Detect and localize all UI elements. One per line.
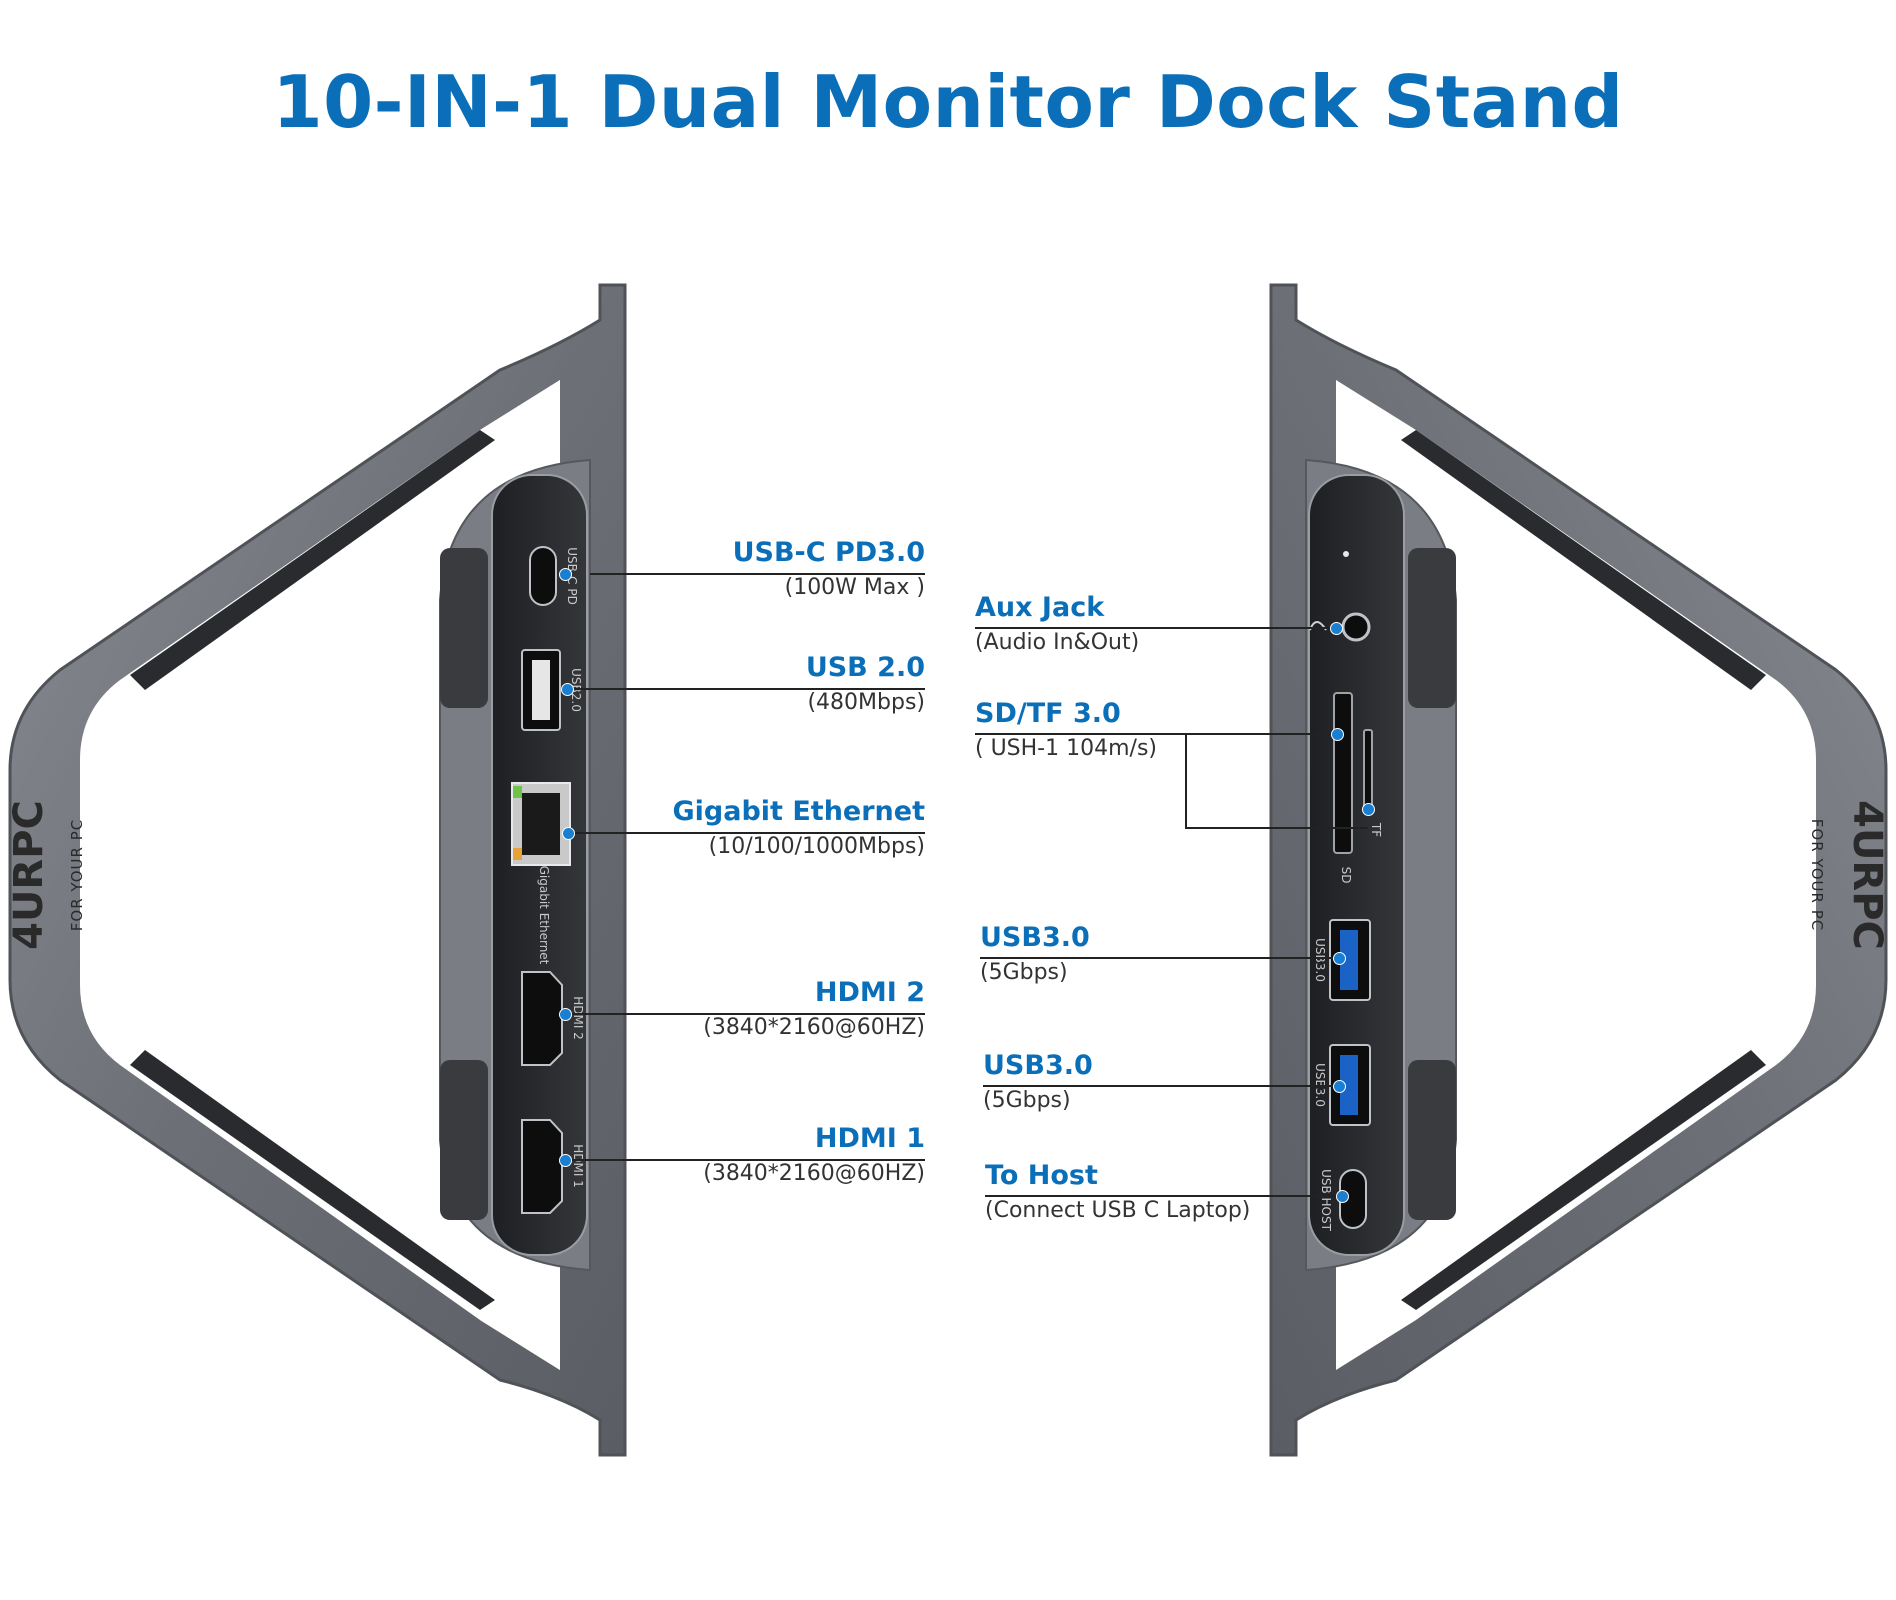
callout-title: HDMI 1 <box>814 1123 925 1154</box>
callout-title: SD/TF 3.0 <box>975 698 1121 729</box>
rubber-foot-icon <box>1408 1060 1456 1220</box>
callout-line <box>1185 827 1368 829</box>
callout-dot <box>561 683 574 696</box>
tf-slot-icon <box>1363 729 1373 811</box>
hdmi-port-icon <box>521 1119 563 1214</box>
callout-to-host: To Host (Connect USB C Laptop) <box>985 1161 1250 1225</box>
callout-title: USB 2.0 <box>805 652 925 683</box>
callout-dot <box>559 1154 572 1167</box>
callout-spec: (3840*2160@60HZ) <box>703 1161 925 1186</box>
usb-c-port-icon <box>529 546 557 606</box>
port-label: USB2.0 <box>569 668 583 712</box>
brand-logo: 4URPC <box>1844 800 1890 950</box>
callout-dot <box>562 827 575 840</box>
callout-spec: (10/100/1000Mbps) <box>708 834 925 859</box>
callout-spec: (Audio In&Out) <box>975 630 1140 655</box>
port-label: USB HOST <box>1319 1169 1333 1232</box>
callout-line <box>1185 733 1187 829</box>
callout-dot <box>559 568 572 581</box>
callout-line <box>590 573 925 575</box>
rubber-foot-icon <box>440 548 488 708</box>
callout-spec: (100W Max ) <box>784 575 925 600</box>
port-label: HDMI 2 <box>571 996 585 1040</box>
callout-spec: (5Gbps) <box>980 960 1068 985</box>
right-port-panel <box>1308 474 1405 1256</box>
callout-title: USB-C PD3.0 <box>732 537 925 568</box>
callout-spec: (Connect USB C Laptop) <box>985 1198 1251 1223</box>
callout-dot <box>1336 1190 1349 1203</box>
callout-hdmi1: HDMI 1 (3840*2160@60HZ) <box>703 1124 925 1188</box>
callout-ethernet: Gigabit Ethernet (10/100/1000Mbps) <box>673 797 926 861</box>
port-label: USB-C PD <box>565 547 579 605</box>
callout-dot <box>1362 803 1375 816</box>
rubber-foot-icon <box>440 1060 488 1220</box>
brand-tagline: FOR YOUR PC <box>1808 819 1826 931</box>
callout-usb3-b: USB3.0 (5Gbps) <box>983 1051 1093 1115</box>
sd-slot-icon <box>1333 692 1353 854</box>
callout-dot <box>1333 952 1346 965</box>
callout-title: USB3.0 <box>983 1050 1093 1081</box>
callout-spec: (3840*2160@60HZ) <box>703 1015 925 1040</box>
callout-dot <box>1330 622 1343 635</box>
left-stand: USB-C PD USB2.0 Gigabit Ethernet HDMI 2 … <box>6 283 627 1457</box>
audio-jack-icon <box>1341 612 1371 642</box>
callout-spec: (480Mbps) <box>807 690 925 715</box>
callout-title: Aux Jack <box>975 592 1105 623</box>
page-title: 10-IN-1 Dual Monitor Dock Stand <box>272 60 1624 144</box>
callout-dot <box>1331 728 1344 741</box>
callout-title: To Host <box>985 1160 1098 1191</box>
brand-tagline: FOR YOUR PC <box>68 819 86 931</box>
callout-spec: ( USH-1 104m/s) <box>975 736 1157 761</box>
callout-dot <box>1333 1080 1346 1093</box>
callout-hdmi2: HDMI 2 (3840*2160@60HZ) <box>703 978 925 1042</box>
brand-logo: 4URPC <box>6 800 52 950</box>
port-label: TF <box>1369 822 1383 837</box>
callout-line <box>975 733 1337 735</box>
port-label: USB3.0 <box>1313 938 1327 982</box>
port-label: Gigabit Ethernet <box>537 866 551 965</box>
callout-title: USB3.0 <box>980 922 1090 953</box>
callout-sd-tf: SD/TF 3.0 ( USH-1 104m/s) <box>975 699 1157 763</box>
callout-line <box>975 627 1341 629</box>
callout-line <box>570 832 925 834</box>
callout-aux-jack: Aux Jack (Audio In&Out) <box>975 593 1139 657</box>
callout-line <box>566 1159 925 1161</box>
hdmi-port-icon <box>521 971 563 1066</box>
port-label: HDMI 1 <box>571 1144 585 1188</box>
callout-spec: (5Gbps) <box>983 1088 1071 1113</box>
callout-dot <box>559 1008 572 1021</box>
callout-title: HDMI 2 <box>814 977 925 1008</box>
callout-line <box>983 1085 1338 1087</box>
port-label: SD <box>1339 867 1353 884</box>
callout-usb-c-pd: USB-C PD3.0 (100W Max ) <box>733 538 925 602</box>
callout-line <box>566 1013 925 1015</box>
callout-usb3-a: USB3.0 (5Gbps) <box>980 923 1090 987</box>
callout-line <box>980 957 1338 959</box>
callout-line <box>985 1195 1340 1197</box>
right-stand: SD TF USB3.0 USB3.0 USB HOST 4URPC FOR Y… <box>1269 283 1890 1457</box>
callout-title: Gigabit Ethernet <box>672 796 926 827</box>
callout-usb2: USB 2.0 (480Mbps) <box>806 653 925 717</box>
callout-line <box>562 688 925 690</box>
power-led-icon <box>1343 551 1349 557</box>
rubber-foot-icon <box>1408 548 1456 708</box>
